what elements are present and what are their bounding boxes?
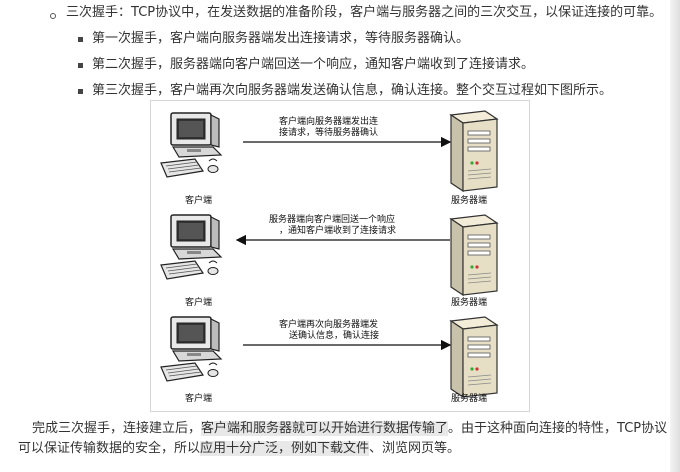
conclusion-line-1-start: 完成三次握手，连接建立后， (32, 421, 202, 436)
intro-paragraph: 三次握手：TCP协议中，在发送数据的准备阶段，客户端与服务器之间的三次交互，以保… (66, 4, 662, 22)
client-label: 客户端 (185, 394, 213, 404)
step-2-bullet (78, 63, 83, 68)
message-1-line-1: 客户端向服务器端发出连 (279, 117, 379, 127)
server-label: 服务器端 (451, 394, 488, 404)
step-3-text: 第三次握手，客户端再次向服务器端发送确认信息，确认连接。整个交互过程如下图所示。 (92, 83, 613, 98)
step-1-bullet (78, 37, 83, 42)
conclusion-highlight-1: 客户端和服务器就可以开始进行数据传输了 (201, 421, 449, 436)
message-3-line-2: 送确认信息，确认连接 (289, 331, 380, 341)
conclusion-line-2-start: 可以保证传输数据的安全，所以 (18, 441, 201, 456)
client-label: 客户端 (185, 196, 213, 206)
message-2-line-1: 服务器端向客户端回送一个响应 (269, 215, 396, 225)
server-icon (450, 110, 498, 192)
message-3-line-1: 客户端再次向服务器端发 (279, 320, 379, 330)
conclusion-line-2: 可以保证传输数据的安全，所以应用十分广泛，例如下载文件、浏览网页等。 (18, 440, 460, 458)
intro-text: TCP协议中，在发送数据的准备阶段，客户端与服务器之间的三次交互，以保证连接的可… (131, 5, 663, 20)
server-label: 服务器端 (451, 298, 488, 308)
message-1: 客户端向服务器端发出连 接请求，等待服务器确认 (279, 117, 378, 139)
window-edge (670, 0, 680, 472)
intro-bullet (50, 13, 56, 19)
client-computer-icon (160, 214, 222, 280)
server-icon (450, 214, 498, 296)
conclusion-line-2-end: 、浏览网页等。 (369, 441, 461, 456)
step-3-bullet (78, 89, 83, 94)
step-2-text: 第二次握手，服务器端向客户端回送一个响应，通知客户端收到了连接请求。 (92, 57, 535, 72)
client-computer-icon (160, 112, 222, 178)
server-label: 服务器端 (451, 196, 488, 206)
step-1-text: 第一次握手，客户端向服务器端发出连接请求，等待服务器确认。 (92, 31, 470, 46)
conclusion-line-1-end: 。由于这种面向连接的特性，TCP协议 (448, 421, 668, 436)
message-3: 客户端再次向服务器端发 送确认信息，确认连接 (279, 320, 379, 342)
client-label: 客户端 (185, 298, 213, 308)
message-2-line-2: ，通知客户端收到了连接请求 (279, 226, 397, 236)
client-computer-icon (160, 316, 222, 382)
conclusion-line-1: 完成三次握手，连接建立后，客户端和服务器就可以开始进行数据传输了。由于这种面向连… (32, 420, 667, 438)
intro-label: 三次握手： (66, 5, 132, 20)
handshake-diagram: 客户端向服务器端发出连 接请求，等待服务器确认 客户端 服务器端 服务器端向客户… (150, 100, 530, 412)
diagram-graphics (160, 110, 498, 398)
message-1-line-2: 接请求，等待服务器确认 (279, 128, 379, 138)
message-2: 服务器端向客户端回送一个响应 ，通知客户端收到了连接请求 (269, 215, 396, 237)
conclusion-highlight-2: 应用十分广泛，例如下载文件 (200, 441, 370, 456)
server-icon (450, 316, 498, 398)
